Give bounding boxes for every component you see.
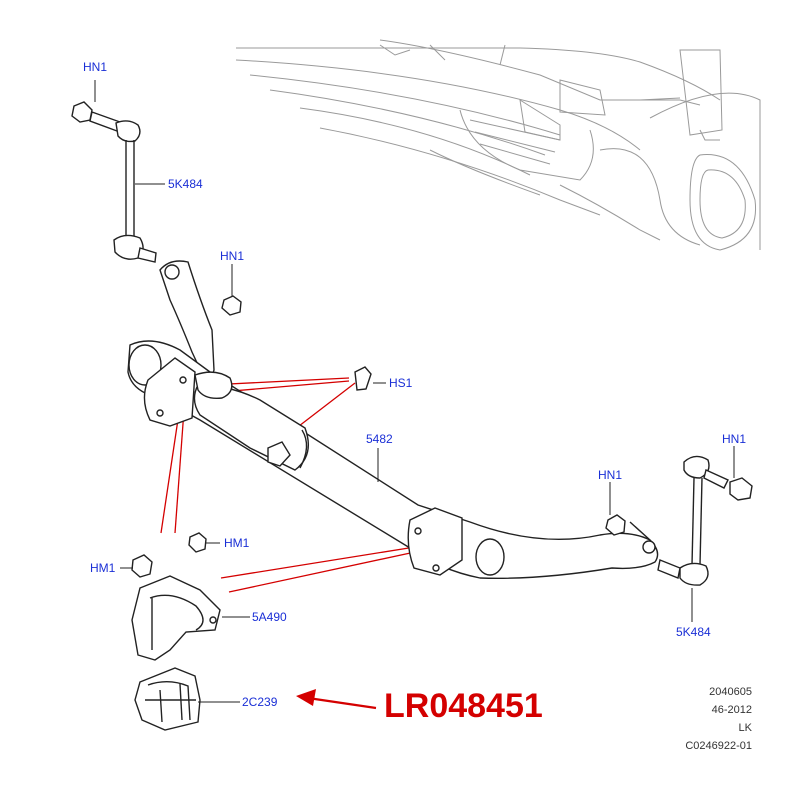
red-leader-lines: [160, 377, 416, 593]
reference-code-line-3: LK: [738, 722, 752, 734]
label-hm1-left: HM1: [90, 561, 116, 575]
label-hn1-right-inner: HN1: [598, 468, 623, 482]
diagram-reference-codes: 2040605 46-2012 LK C0246922-01: [685, 683, 752, 755]
label-5k484-right: 5K484: [676, 625, 711, 639]
label-hn1-top-left: HN1: [83, 60, 108, 74]
right-link-5k484: [657, 455, 753, 586]
label-2c239: 2C239: [242, 695, 278, 709]
mounted-clamps: [143, 357, 463, 576]
part-number-callout: LR048451: [384, 687, 543, 725]
left-link-5k484: [71, 101, 157, 263]
label-hm1-right: HM1: [224, 536, 250, 550]
reference-code-line-2: 46-2012: [711, 704, 752, 716]
vehicle-front-background: [235, 39, 761, 251]
label-hn1-mid-left: HN1: [220, 249, 245, 263]
clamp-5a490: [131, 575, 221, 661]
label-5a490: 5A490: [252, 610, 287, 624]
bush-2c239: [134, 667, 201, 731]
fasteners: [131, 295, 626, 578]
reference-code-line-4: C0246922-01: [685, 740, 752, 752]
reference-code-line-1: 2040605: [709, 686, 752, 698]
label-pointer-lines: [94, 80, 735, 703]
red-callout-arrow: [296, 689, 377, 710]
label-5482: 5482: [366, 432, 393, 446]
label-hs1: HS1: [389, 376, 413, 390]
stabilizer-bar-5482: [127, 260, 659, 579]
label-hn1-right-outer: HN1: [722, 432, 747, 446]
label-5k484-left: 5K484: [168, 177, 203, 191]
